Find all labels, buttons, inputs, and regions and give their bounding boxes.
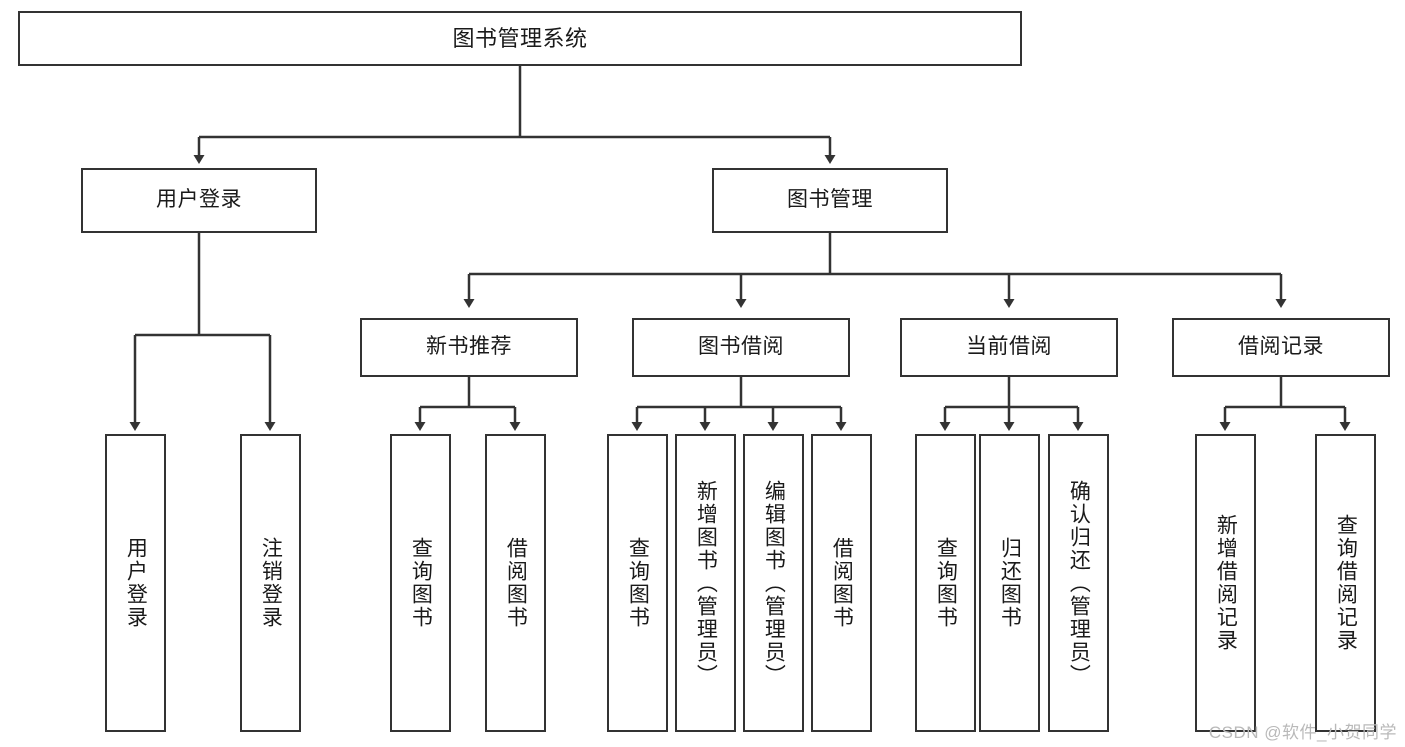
node-new-book-recommend[interactable]: 新书推荐	[360, 318, 578, 377]
leaf-return-book[interactable]: 归还图书	[979, 434, 1040, 732]
node-label: 查询图书	[934, 537, 958, 629]
node-label: 用户登录	[156, 188, 242, 212]
node-label: 归还图书	[998, 537, 1022, 629]
leaf-add-borrow-record[interactable]: 新增借阅记录	[1195, 434, 1256, 732]
node-current-borrow[interactable]: 当前借阅	[900, 318, 1118, 377]
node-label: 当前借阅	[966, 335, 1052, 359]
leaf-user-logout[interactable]: 注销登录	[240, 434, 301, 732]
leaf-edit-book-admin[interactable]: 编辑图书（管理员）	[743, 434, 804, 732]
node-label: 借阅记录	[1238, 335, 1324, 359]
leaf-query-book-new[interactable]: 查询图书	[390, 434, 451, 732]
node-label: 查询图书	[626, 537, 650, 629]
leaf-add-book-admin[interactable]: 新增图书（管理员）	[675, 434, 736, 732]
node-label: 新增图书（管理员）	[694, 479, 718, 687]
node-borrow-record[interactable]: 借阅记录	[1172, 318, 1390, 377]
leaf-confirm-return-admin[interactable]: 确认归还（管理员）	[1048, 434, 1109, 732]
leaf-borrow-book-new[interactable]: 借阅图书	[485, 434, 546, 732]
node-label: 图书借阅	[698, 335, 784, 359]
node-book-management[interactable]: 图书管理	[712, 168, 948, 233]
leaf-query-borrow-record[interactable]: 查询借阅记录	[1315, 434, 1376, 732]
leaf-user-login[interactable]: 用户登录	[105, 434, 166, 732]
node-label: 新增借阅记录	[1214, 514, 1238, 652]
node-label: 编辑图书（管理员）	[762, 479, 786, 687]
node-root-book-management-system[interactable]: 图书管理系统	[18, 11, 1022, 66]
leaf-query-book-current[interactable]: 查询图书	[915, 434, 976, 732]
node-label: 注销登录	[259, 537, 283, 629]
node-book-borrow[interactable]: 图书借阅	[632, 318, 850, 377]
node-label: 查询图书	[409, 537, 433, 629]
leaf-borrow-book[interactable]: 借阅图书	[811, 434, 872, 732]
node-label: 图书管理系统	[452, 25, 588, 51]
node-label: 确认归还（管理员）	[1067, 479, 1091, 687]
node-label: 借阅图书	[830, 537, 854, 629]
node-label: 新书推荐	[426, 335, 512, 359]
node-label: 用户登录	[124, 537, 148, 629]
node-label: 查询借阅记录	[1334, 514, 1358, 652]
node-user-login[interactable]: 用户登录	[81, 168, 317, 233]
watermark: CSDN @软件_小贺同学	[1208, 723, 1397, 742]
node-label: 借阅图书	[504, 537, 528, 629]
node-label: 图书管理	[787, 188, 873, 212]
leaf-query-book-borrow[interactable]: 查询图书	[607, 434, 668, 732]
